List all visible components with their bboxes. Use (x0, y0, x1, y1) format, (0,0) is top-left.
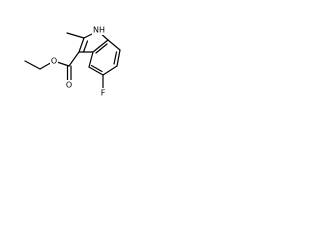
bond-c7a-c7 (107, 39, 121, 51)
molecule-structure: NH O O F (24, 25, 121, 98)
bond-c7-c6 (116, 49, 121, 67)
ester-oxygen-atom-label: O (51, 57, 57, 66)
bond-ch2-ch3 (24, 60, 41, 70)
bond-c2-methyl (66, 32, 85, 39)
nh-atom-label: NH (93, 26, 105, 35)
bond-c4-c3a (88, 51, 94, 68)
ester-oxygen-label-background (50, 56, 58, 66)
bond-c2-c3-inner (82, 40, 89, 53)
carbonyl-oxygen-atom-label: O (66, 81, 72, 90)
fluorine-atom-label: F (101, 89, 106, 98)
bond-c7-c6-inner (113, 51, 118, 65)
bond-c5-c4 (88, 66, 104, 76)
bond-c2-c3 (78, 37, 85, 53)
carbonyl-oxygen-label-background (65, 80, 73, 90)
bond-c3-carbonyl-carbon (68, 51, 80, 67)
bond-c3a-c7a-inner (95, 43, 108, 54)
bond-c5-c4-inner (90, 64, 103, 73)
bond-c3a-c7a (92, 39, 109, 53)
bond-c6-c5 (102, 65, 118, 76)
fluorine-label-background (99, 88, 107, 98)
nh-label-background (92, 25, 106, 35)
